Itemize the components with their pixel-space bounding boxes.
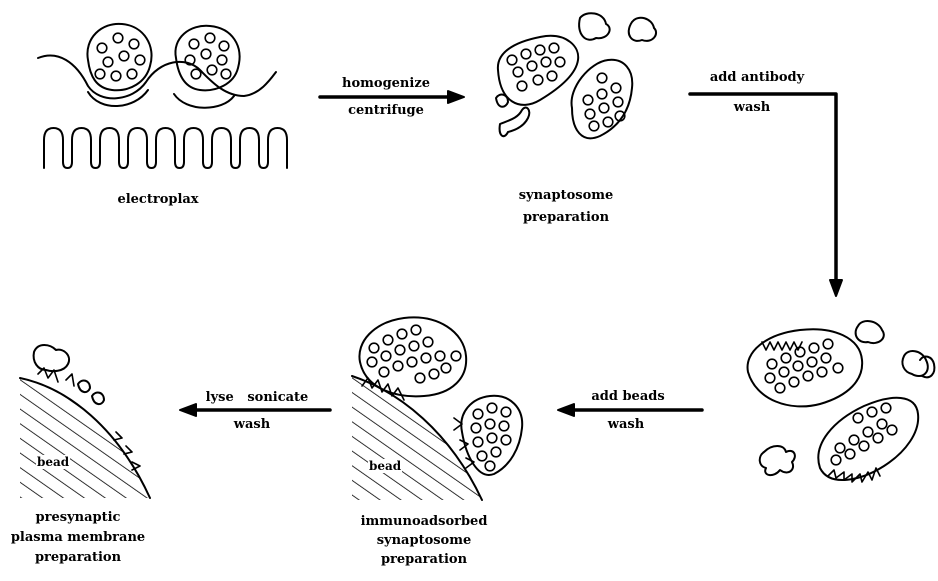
synaptosome-illustration: [496, 13, 656, 138]
electroplax-folded-membrane: [44, 128, 287, 168]
labelled-debris-3: [760, 446, 795, 475]
immunoadsorbed-label-line3: preparation: [361, 552, 488, 568]
electroplax-label: electroplax: [117, 192, 198, 207]
debris-fragment-3: [496, 95, 508, 107]
debris-fragment-2: [629, 18, 656, 41]
labelled-debris-1: [856, 321, 884, 343]
synaptosome-label-line2: preparation: [519, 210, 614, 226]
step-add-antibody-bottom: wash: [734, 100, 770, 116]
electroplax-illustration: [38, 24, 287, 168]
step-add-beads-bottom: wash: [608, 417, 644, 433]
bead-label-5: bead: [36, 455, 70, 469]
wash-label-step2: wash: [734, 100, 770, 115]
synaptic-vesicles-electroplax: [95, 33, 231, 81]
labelled-debris-2: [902, 351, 927, 376]
centrifuge-label: centrifuge: [348, 103, 424, 118]
add-antibody-label: add antibody: [710, 70, 804, 85]
immunoadsorbed-label-line1: immunoadsorbed: [361, 514, 488, 530]
wash-label-step3: wash: [608, 417, 644, 432]
labelled-synaptosome-upper: [748, 329, 863, 406]
label-synaptosome-preparation: synaptosome preparation: [519, 188, 614, 226]
label-electroplax: electroplax: [117, 192, 198, 208]
arrow-add-antibody: [690, 94, 842, 296]
step-lyse-sonicate-top: lyse sonicate: [206, 390, 309, 406]
step-lyse-sonicate-bottom: wash: [234, 417, 270, 433]
synaptosome-label-line1: synaptosome: [519, 188, 614, 204]
step-homogenize-top: homogenize: [342, 76, 430, 92]
synaptic-vesicles-synaptosome: [507, 43, 625, 131]
wash-label-step4: wash: [234, 417, 270, 432]
antibody-labelled-synaptosomes: [748, 321, 935, 482]
debris-fragment-4: [500, 108, 530, 137]
add-beads-label: add beads: [591, 389, 664, 404]
label-presynaptic-preparation: presynaptic plasma membrane preparation: [11, 510, 145, 566]
step-add-antibody-top: add antibody: [710, 70, 804, 86]
immunoadsorbed-label-line2: synaptosome: [361, 533, 488, 549]
homogenize-label: homogenize: [342, 76, 430, 91]
debris-fragment-1: [579, 13, 610, 40]
membrane-fragment-3: [92, 393, 104, 405]
step-homogenize-bottom: centrifuge: [348, 103, 424, 119]
membrane-fragment-2: [78, 381, 90, 393]
bead-label-presynaptic: bead: [36, 454, 70, 470]
step-add-beads-top: add beads: [591, 389, 664, 405]
bead-surface-5: [20, 378, 150, 498]
presynaptic-label-line3: preparation: [11, 550, 145, 566]
label-immunoadsorbed-preparation: immunoadsorbed synaptosome preparation: [361, 514, 488, 568]
presynaptic-label-line1: presynaptic: [11, 510, 145, 526]
arrow-add-beads: [558, 404, 702, 416]
electroplax-membrane-outer: [38, 56, 276, 99]
membrane-fragment-1: [34, 345, 69, 371]
bead-label-4: bead: [368, 459, 402, 473]
bead-label-immunoadsorbed: bead: [368, 458, 402, 474]
arrow-homogenize: [320, 91, 464, 103]
bound-synaptosome-lower: [461, 396, 522, 475]
presynaptic-illustration: [20, 345, 150, 498]
lyse-sonicate-label: lyse sonicate: [206, 390, 309, 405]
presynaptic-label-line2: plasma membrane: [11, 530, 145, 546]
